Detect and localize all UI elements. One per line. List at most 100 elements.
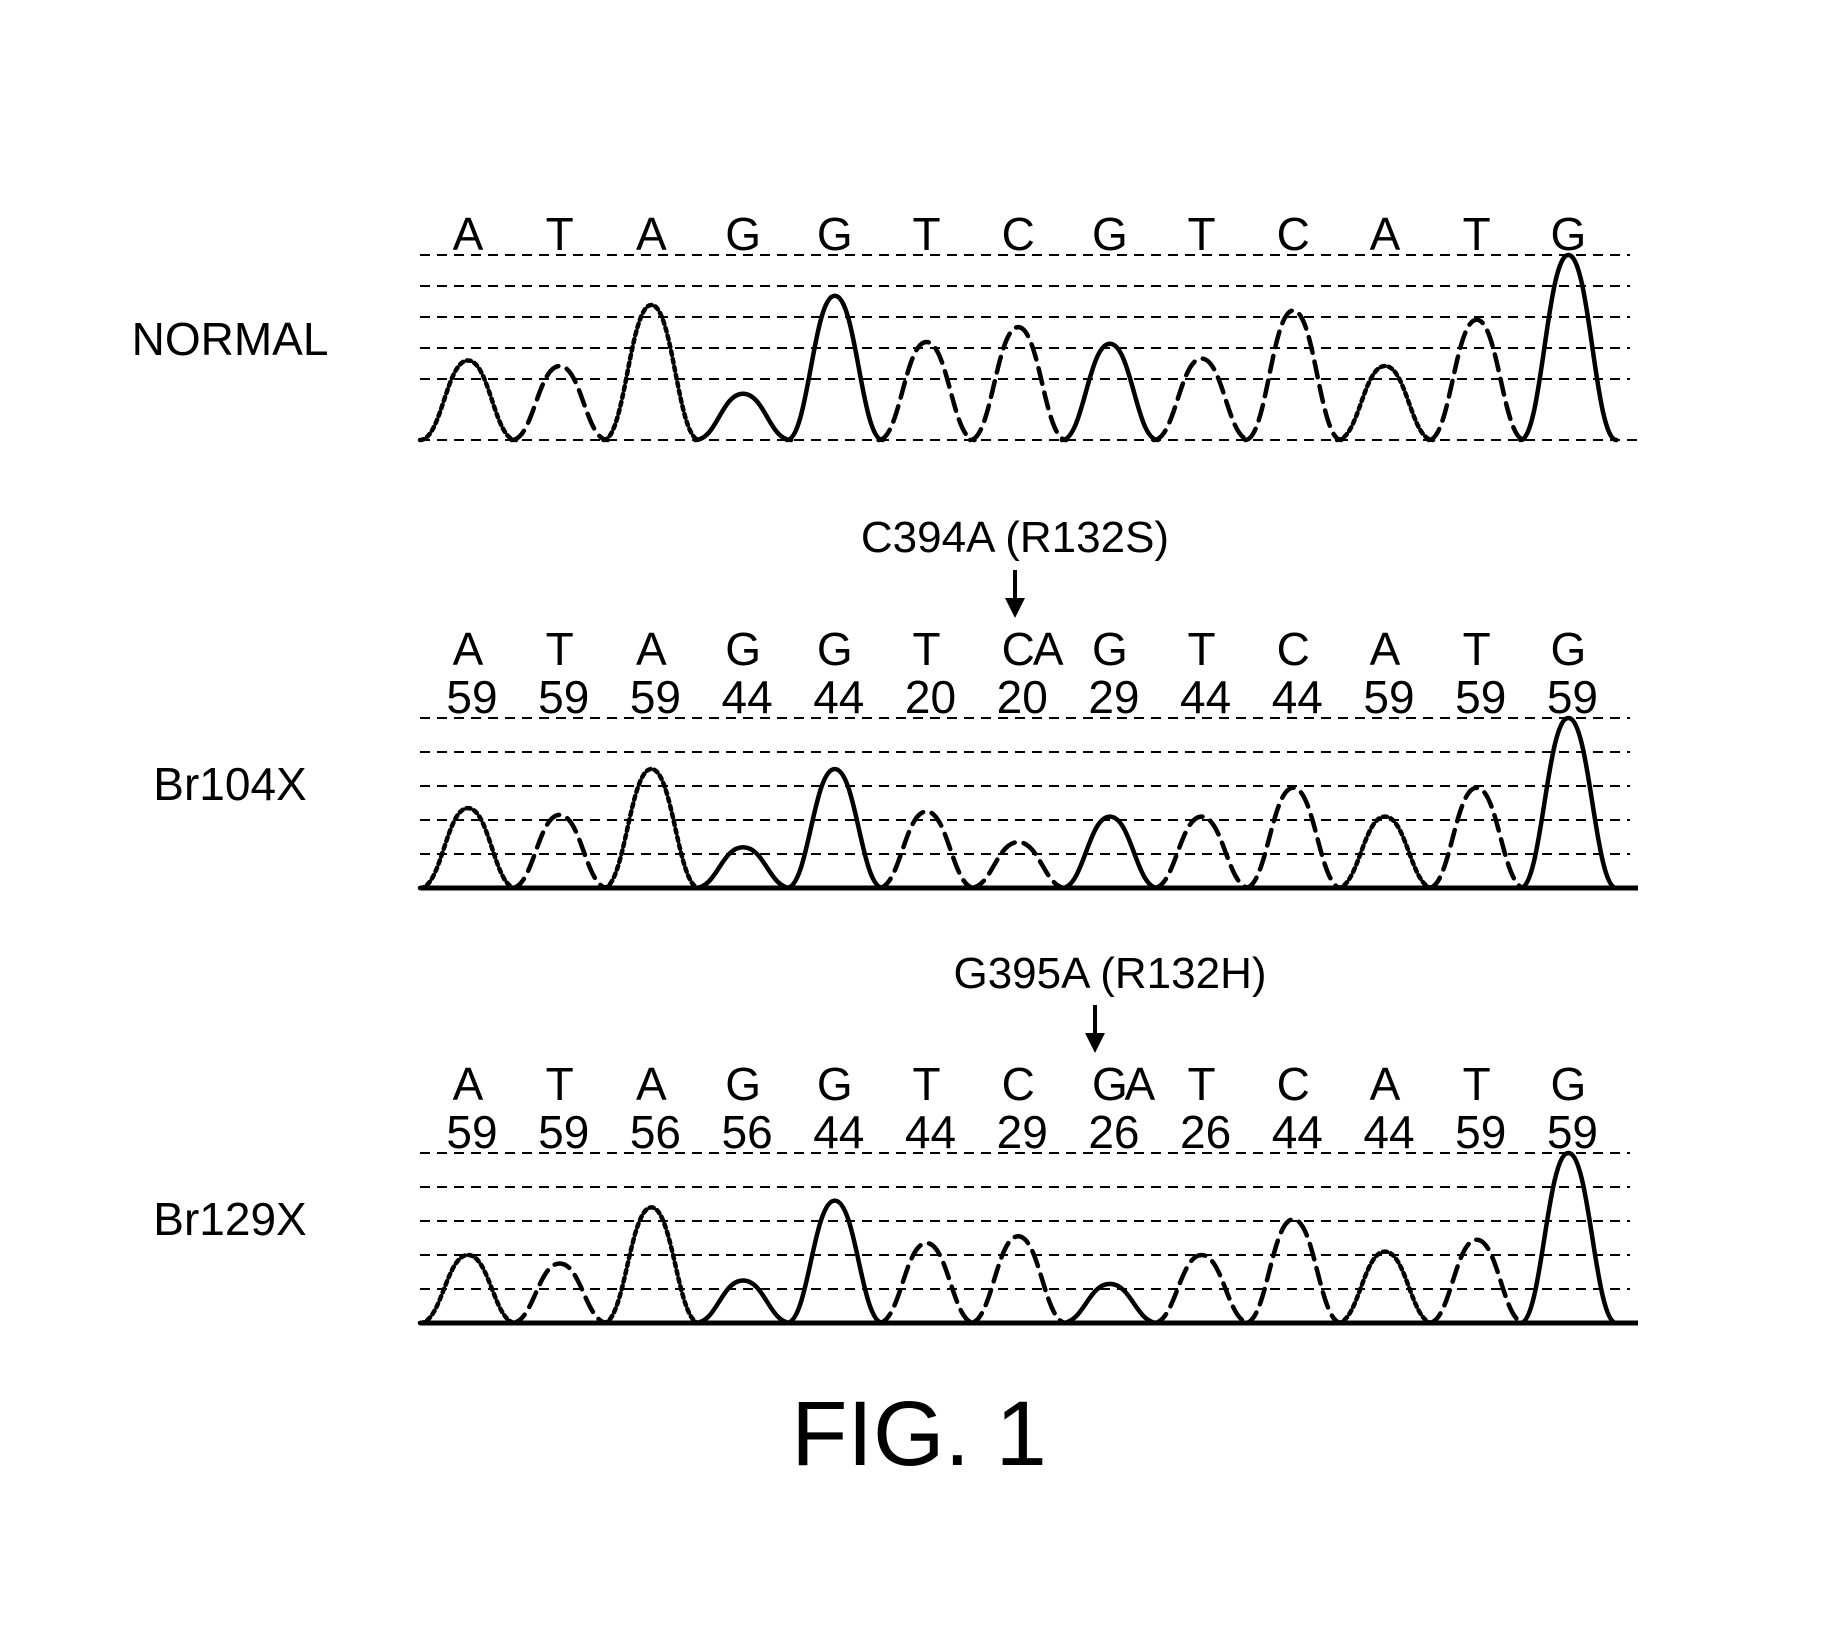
trace-peak <box>1520 1153 1616 1323</box>
trace-peak <box>695 1281 791 1324</box>
trace-peak <box>879 342 975 440</box>
base-call-letter: T <box>912 623 940 675</box>
base-call-letter: T <box>546 623 574 675</box>
base-call-letter: C <box>1277 208 1310 260</box>
mutation-label-br104x: C394A (R132S) <box>861 513 1169 562</box>
trace-peak <box>1245 311 1341 441</box>
trace-row-br129x: G395A (R132H) Br129X A59T59A56G56G44T44C… <box>153 949 1638 1323</box>
base-call-letter: G <box>1551 623 1587 675</box>
base-call-letter: A <box>453 623 484 675</box>
trace-peak <box>1429 1240 1525 1323</box>
trace-peaks-br129x <box>420 1153 1616 1323</box>
base-call-letter: G <box>1551 208 1587 260</box>
trace-peak <box>512 1264 608 1324</box>
trace-peak <box>879 812 975 889</box>
trace-peak <box>1245 788 1341 888</box>
base-call-letter: C <box>1002 208 1035 260</box>
base-call-letter: T <box>546 1058 574 1110</box>
trace-peak <box>787 1201 883 1323</box>
base-call-letter: A <box>636 623 667 675</box>
base-quality-value: 59 <box>1363 671 1414 723</box>
trace-peak <box>1062 817 1158 888</box>
base-call-letter: T <box>1188 208 1216 260</box>
base-call-letter: T <box>912 1058 940 1110</box>
trace-peaks-br104x <box>420 718 1616 888</box>
base-call-letter: G <box>817 208 853 260</box>
base-quality-value: 20 <box>997 671 1048 723</box>
trace-grid-normal <box>420 255 1638 440</box>
mutation-label-br129x: G395A (R132H) <box>953 949 1266 998</box>
base-quality-value: 44 <box>905 1106 956 1158</box>
base-quality-value: 29 <box>997 1106 1048 1158</box>
base-quality-value: 26 <box>1088 1106 1139 1158</box>
base-quality-value: 59 <box>1455 671 1506 723</box>
trace-row-br104x: C394A (R132S) Br104X A59T59A59G44G44T20C… <box>153 513 1638 888</box>
trace-peak <box>420 808 516 888</box>
base-call-letter: C <box>1002 623 1035 675</box>
trace-peak <box>970 842 1066 888</box>
base-quality-value: 59 <box>1455 1106 1506 1158</box>
base-call-letter: G <box>725 623 761 675</box>
trace-peak <box>603 1207 699 1323</box>
base-quality-value: 59 <box>446 1106 497 1158</box>
base-call-letter: A <box>453 208 484 260</box>
base-call-letter: T <box>1188 623 1216 675</box>
base-call-letter: G <box>1092 1058 1128 1110</box>
trace-peak <box>1337 366 1433 440</box>
base-call-secondary-letter: A <box>1033 623 1064 675</box>
trace-grid-br104x <box>420 718 1638 888</box>
base-call-letter: G <box>725 208 761 260</box>
base-quality-value: 59 <box>1547 1106 1598 1158</box>
base-call-letter: G <box>1092 208 1128 260</box>
base-call-letter: T <box>1463 1058 1491 1110</box>
trace-peak <box>1520 718 1616 888</box>
base-quality-value: 44 <box>813 671 864 723</box>
base-call-letter: C <box>1002 1058 1035 1110</box>
trace-peak <box>879 1243 975 1323</box>
trace-peak <box>695 394 791 440</box>
base-quality-value: 44 <box>1272 1106 1323 1158</box>
row-label-br104x: Br104X <box>153 758 306 810</box>
base-call-letter: A <box>453 1058 484 1110</box>
base-quality-value: 56 <box>630 1106 681 1158</box>
row-label-normal: NORMAL <box>132 313 329 365</box>
trace-peak <box>1154 817 1250 888</box>
base-quality-value: 56 <box>722 1106 773 1158</box>
trace-peak <box>420 360 516 440</box>
base-quality-value: 44 <box>1363 1106 1414 1158</box>
base-call-letter: C <box>1277 623 1310 675</box>
base-call-letter: G <box>817 1058 853 1110</box>
trace-grid-br129x <box>420 1153 1638 1323</box>
base-call-secondary-letter: A <box>1125 1058 1156 1110</box>
trace-peak <box>970 327 1066 440</box>
base-call-letter: C <box>1277 1058 1310 1110</box>
trace-peak <box>1245 1219 1341 1323</box>
base-quality-value: 59 <box>538 1106 589 1158</box>
base-call-letter: G <box>725 1058 761 1110</box>
figure-caption: FIG. 1 <box>791 1383 1047 1485</box>
base-quality-value: 59 <box>538 671 589 723</box>
trace-peak <box>512 366 608 440</box>
mutation-arrow-br129x <box>1085 1005 1105 1053</box>
trace-peak <box>603 305 699 440</box>
base-call-letter: T <box>546 208 574 260</box>
base-call-letter: G <box>817 623 853 675</box>
base-quality-value: 44 <box>813 1106 864 1158</box>
base-quality-value: 44 <box>722 671 773 723</box>
base-call-letter: A <box>1370 1058 1401 1110</box>
base-call-letter: A <box>636 208 667 260</box>
trace-peak <box>1062 344 1158 440</box>
trace-peak <box>420 1255 516 1323</box>
trace-peak <box>1337 817 1433 888</box>
base-quality-value: 44 <box>1272 671 1323 723</box>
base-quality-value: 59 <box>446 671 497 723</box>
base-call-letter: G <box>1551 1058 1587 1110</box>
base-calls-br104x: A59T59A59G44G44T20CA20G29T44C44A59T59G59 <box>446 623 1598 723</box>
base-call-letter: T <box>1188 1058 1216 1110</box>
base-call-letter: A <box>636 1058 667 1110</box>
trace-peak <box>1154 359 1250 440</box>
base-call-letter: T <box>1463 208 1491 260</box>
base-calls-br129x: A59T59A56G56G44T44C29GA26T26C44A44T59G59 <box>446 1058 1598 1158</box>
trace-row-normal: NORMAL ATAGGTCGTCATG <box>132 208 1638 440</box>
